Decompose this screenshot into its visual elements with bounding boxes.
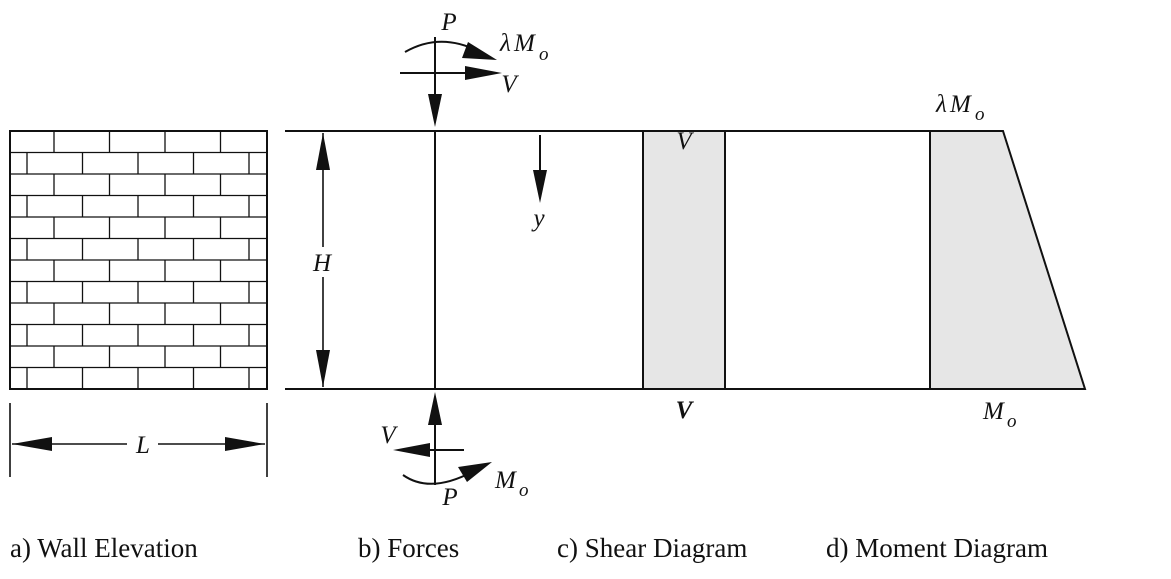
dim-arrow-left <box>12 437 52 451</box>
length-dimension: L <box>9 403 268 477</box>
top-moment-lambda: λ <box>499 30 511 57</box>
height-arrow-bottom <box>316 350 330 387</box>
height-label: H <box>312 250 333 277</box>
moment-top-symbol: M <box>949 91 972 118</box>
shear-diagram-area <box>642 130 726 390</box>
caption-shear-diagram: c) Shear Diagram <box>557 533 747 563</box>
bottom-moment-subscript: o <box>519 480 529 501</box>
top-shear-label: V <box>501 71 519 98</box>
bottom-moment-arrowhead <box>458 462 492 482</box>
y-direction-label: y <box>530 205 545 232</box>
moment-top-lambda: λ <box>935 91 947 118</box>
top-axial-arrowhead <box>428 94 442 127</box>
moment-bottom-symbol: M <box>982 398 1005 425</box>
moment-top-subscript: o <box>975 104 985 125</box>
top-shear-arrowhead <box>465 66 502 80</box>
bottom-shear-arrowhead <box>393 443 430 457</box>
dim-arrow-right <box>225 437 265 451</box>
top-moment-arrowhead <box>462 42 497 60</box>
caption-forces: b) Forces <box>358 533 459 563</box>
moment-diagram-area <box>929 130 1087 390</box>
bottom-moment-symbol: M <box>494 467 517 494</box>
caption-moment-diagram: d) Moment Diagram <box>826 533 1048 563</box>
bottom-axial-arrowhead <box>428 392 442 425</box>
y-direction-arrowhead <box>533 170 547 203</box>
shear-bottom-label: V <box>676 397 695 424</box>
height-arrow-top <box>316 133 330 170</box>
caption-wall-elevation: a) Wall Elevation <box>10 533 198 563</box>
bottom-axial-label: P <box>441 484 457 511</box>
length-label: L <box>135 432 150 459</box>
top-moment-subscript: o <box>539 44 549 65</box>
shear-top-label: V <box>676 128 694 155</box>
shear-diagram: V V <box>642 128 726 424</box>
moment-bottom-subscript: o <box>1007 411 1017 432</box>
bottom-shear-label: V <box>380 422 398 449</box>
top-axial-label: P <box>440 9 456 36</box>
brick-courses <box>10 131 267 389</box>
bottom-moment-arc <box>402 471 473 485</box>
moment-diagram: λ M o M o <box>929 91 1087 432</box>
height-label-gap <box>306 247 340 277</box>
top-moment-symbol: M <box>513 30 536 57</box>
wall-elevation <box>9 130 268 390</box>
